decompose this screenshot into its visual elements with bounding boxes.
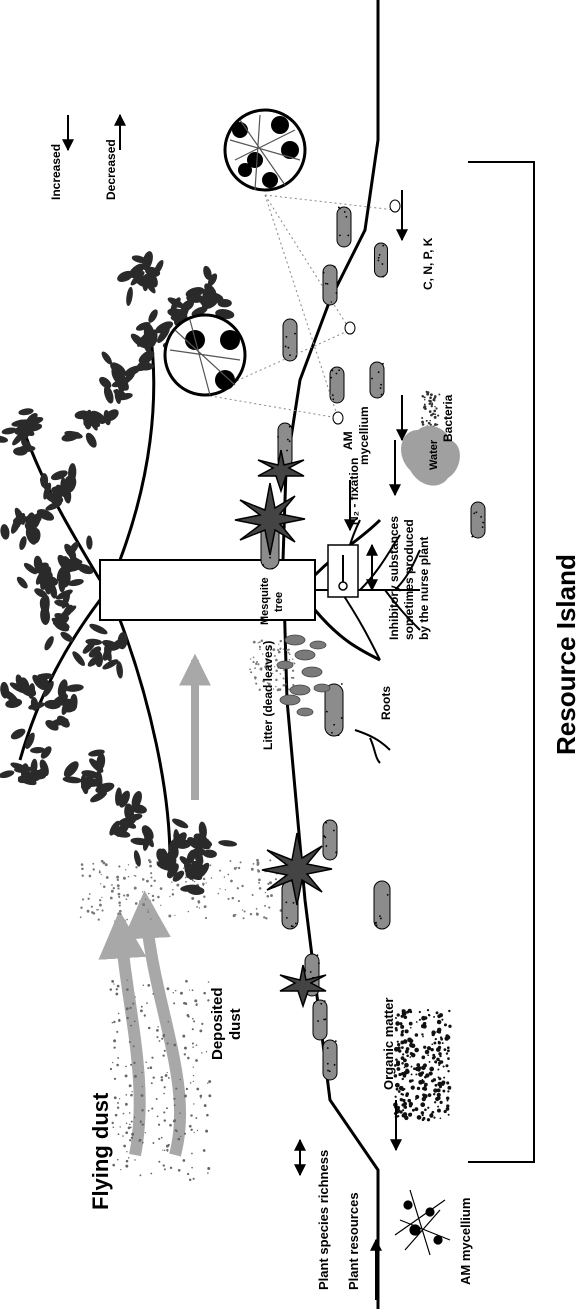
label-mesquite-2: tree bbox=[273, 592, 285, 612]
mycorrhiza-zoom-left bbox=[165, 315, 350, 418]
label-resource-island: Resource Island bbox=[551, 554, 581, 755]
label-decreased: Decreased bbox=[104, 139, 118, 200]
label-roots: Roots bbox=[379, 686, 393, 720]
label-water: Water bbox=[428, 439, 440, 470]
label-increased: Increased bbox=[49, 144, 63, 200]
label-am-mycellium-right-2: mycellium bbox=[357, 406, 371, 465]
label-inhibitory-2: sometimes produced bbox=[402, 519, 416, 640]
label-organic-matter: Organic matter bbox=[381, 998, 396, 1090]
resource-island-bracket bbox=[468, 162, 534, 1162]
label-bacteria: Bacteria bbox=[441, 394, 455, 442]
n2-fixation-icon bbox=[328, 545, 358, 597]
label-am-mycellium-right-1: AM bbox=[341, 431, 355, 450]
label-inhibitory-1: Inhibitory substances bbox=[387, 516, 401, 640]
label-plant-species-richness: Plant species richness bbox=[316, 1150, 331, 1290]
label-deposited-dust-1: Deposited bbox=[209, 987, 226, 1060]
label-inhibitory-3: by the nurse plant bbox=[417, 537, 431, 640]
label-cnpk: C, N, P, K bbox=[421, 237, 435, 290]
label-deposited-dust-2: dust bbox=[227, 1008, 244, 1040]
organic-matter-speckles bbox=[393, 1009, 452, 1122]
label-mesquite-1: Mesquite bbox=[259, 577, 271, 625]
label-flying-dust: Flying dust bbox=[88, 1092, 113, 1210]
am-mycellium-cluster bbox=[395, 1190, 450, 1255]
label-n2-fixation: N₂ - fixation bbox=[347, 458, 361, 525]
label-am-mycellium-left: AM mycellium bbox=[458, 1198, 473, 1285]
label-litter: Litter (dead leaves) bbox=[261, 641, 275, 750]
label-plant-resources: Plant resources bbox=[346, 1192, 361, 1290]
